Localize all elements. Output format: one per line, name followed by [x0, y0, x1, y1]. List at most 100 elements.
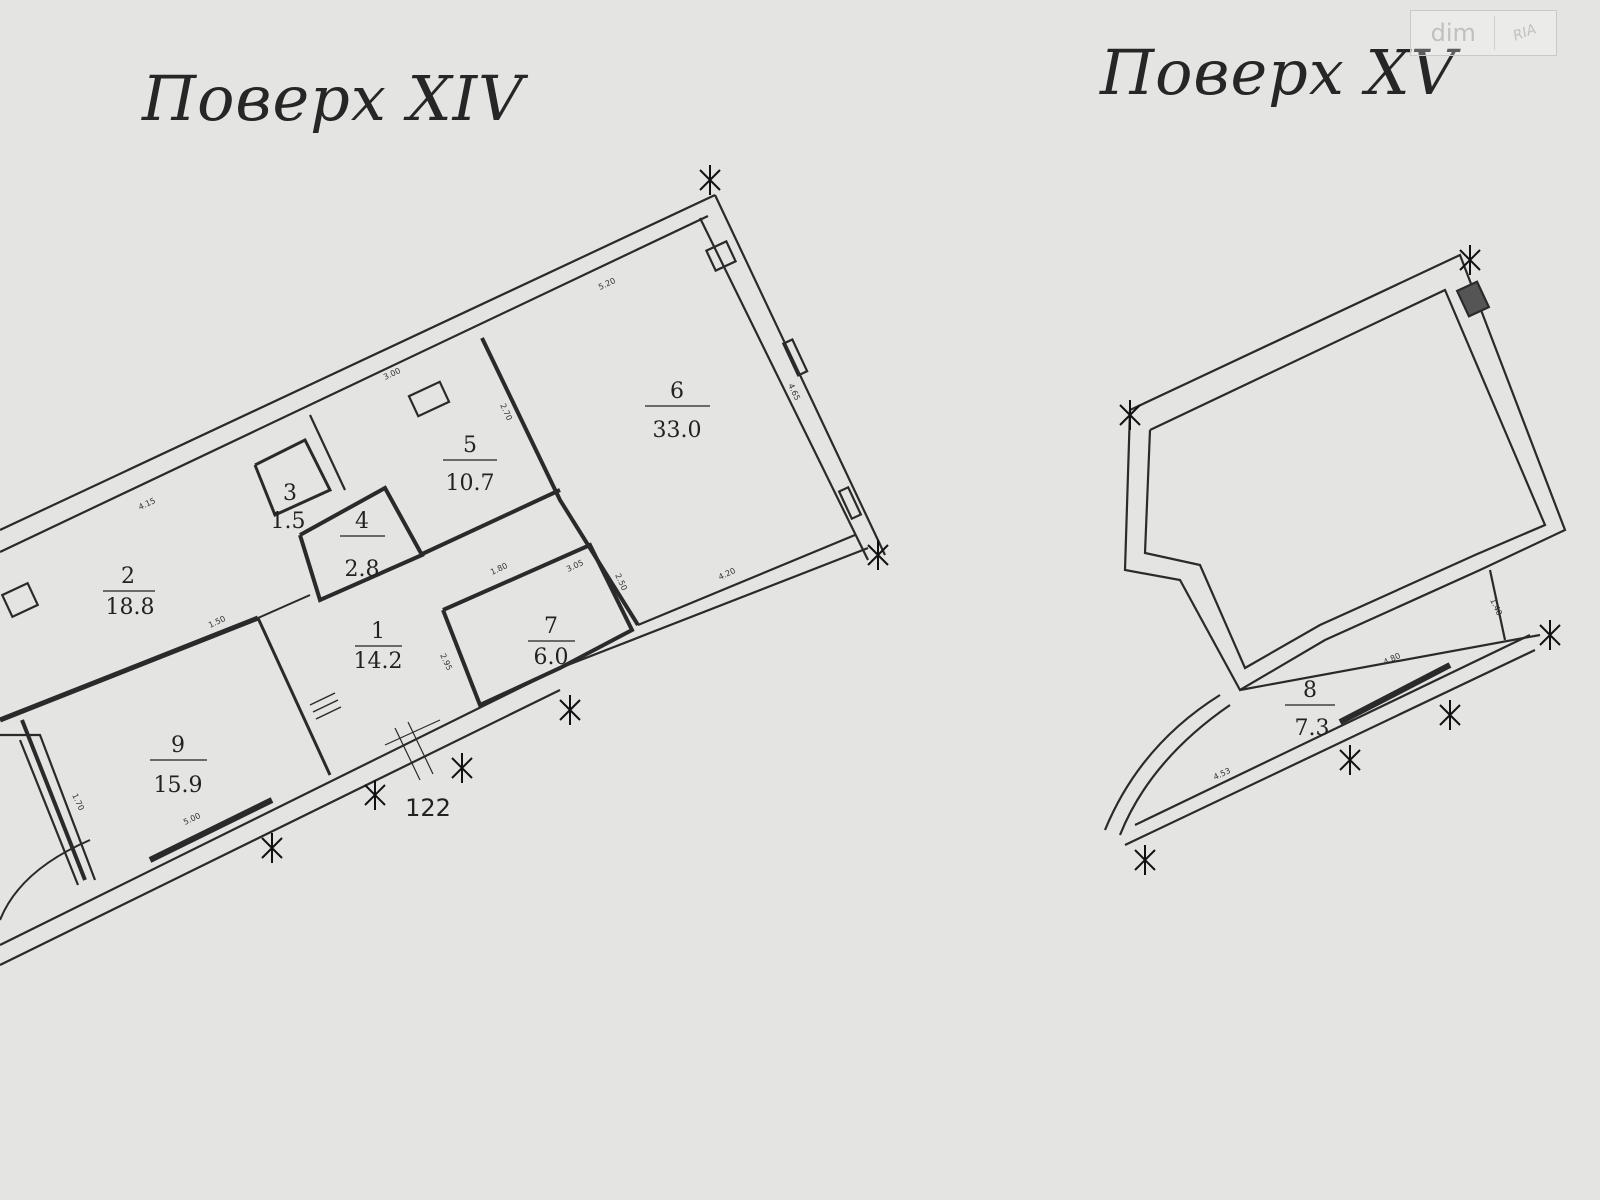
- dim-label: 5.00: [182, 811, 202, 827]
- dim-label: 3.05: [565, 558, 585, 574]
- dim-label: 5.20: [597, 276, 617, 292]
- room-8-number: 8: [1303, 678, 1317, 703]
- axis-mark: [1539, 620, 1561, 650]
- axis-mark: [1119, 400, 1141, 430]
- balcony-south-wall: [1124, 649, 1536, 846]
- room-4-walls: [298, 485, 425, 603]
- room-6-area: 33.0: [653, 418, 702, 443]
- room-5-label: 5 10.7: [443, 433, 497, 496]
- room-1-stairs: [309, 692, 342, 720]
- elevation-mark-122: 122: [405, 794, 451, 822]
- floor-15-fixture: [1455, 280, 1491, 318]
- outer-wall-north-inner: [0, 215, 709, 553]
- floor-15-plan: [1103, 253, 1567, 846]
- room-9-west-wall: [20, 719, 87, 881]
- south-wall: [0, 667, 561, 946]
- axis-mark: [699, 165, 721, 195]
- room-5-west-wall: [309, 414, 346, 491]
- floor-14-plan: [0, 194, 886, 966]
- room-3-number: 3: [283, 481, 297, 506]
- west-wall: [0, 733, 97, 881]
- room-5-south-wall: [419, 488, 561, 557]
- balcony-wall: [1239, 633, 1541, 692]
- dim-label: 1.40: [1488, 597, 1504, 617]
- room-6-south-wall-inner: [637, 533, 856, 627]
- room-2-fixture: [0, 581, 40, 619]
- axis-mark: [451, 753, 473, 783]
- room-6-number: 6: [670, 379, 684, 404]
- room-5-area: 10.7: [446, 471, 495, 496]
- axis-mark: [1339, 745, 1361, 775]
- balcony-arc-outer: [1103, 694, 1221, 831]
- room-7-label: 7 6.0: [528, 614, 575, 670]
- balcony-arc: [1118, 704, 1231, 836]
- axis-mark: [1439, 700, 1461, 730]
- room-9-east-wall: [256, 617, 332, 776]
- dim-label: 4.80: [1382, 651, 1402, 667]
- floor-15-room-labels: 8 7.3: [1285, 678, 1335, 741]
- room-9-number: 9: [171, 733, 185, 758]
- room-6-fixture: [704, 239, 738, 273]
- room-6-west-wall: [480, 337, 640, 627]
- outer-wall-north: [0, 194, 716, 531]
- floor-15-axis-marks: [1119, 245, 1561, 875]
- room-2-area: 18.8: [106, 595, 155, 620]
- door-122-marks: [384, 719, 441, 781]
- room-7-number: 7: [544, 614, 558, 639]
- balcony-south-wall-inner: [1134, 634, 1531, 826]
- room-7-walls: [441, 542, 635, 708]
- room-2-label: 2 18.8: [103, 564, 155, 620]
- room-9-area: 15.9: [154, 773, 203, 798]
- axis-mark: [1134, 845, 1156, 875]
- floor-14-room-labels: 1 14.2 2 18.8 3 1.5 4 2.8 5 10.7 6 33.0: [103, 379, 710, 822]
- dim-label: 1.80: [489, 561, 509, 577]
- room-6-window: [781, 338, 809, 377]
- room-3-area: 1.5: [271, 509, 306, 534]
- dim-label: 2.70: [498, 402, 514, 422]
- south-wall-inner: [0, 689, 561, 966]
- room-9-window: [148, 797, 274, 863]
- watermark-dim-text: dim: [1430, 19, 1476, 47]
- room-2-south-wall: [0, 615, 259, 723]
- axis-mark: [559, 695, 581, 725]
- room-5-fixture: [407, 380, 451, 418]
- axis-mark: [1459, 245, 1481, 275]
- floor-15-outer-wall: [1123, 253, 1567, 692]
- room-1-number: 1: [371, 619, 385, 644]
- room-3-label: 3 1.5: [271, 481, 306, 534]
- dim-label: 2.95: [438, 652, 454, 672]
- balcony-window: [1338, 662, 1452, 725]
- room-5-number: 5: [463, 433, 477, 458]
- balcony-east-wall: [1488, 569, 1507, 641]
- axis-mark: [867, 540, 889, 570]
- floor-14-title: Поверх XIV: [142, 62, 524, 135]
- room-8-label: 8 7.3: [1285, 678, 1335, 741]
- watermark-divider: [1493, 16, 1495, 50]
- dim-label: 1.70: [70, 792, 86, 812]
- axis-mark: [364, 780, 386, 810]
- room-7-area: 6.0: [534, 645, 569, 670]
- west-wall-inner: [18, 739, 80, 886]
- room-1-label: 1 14.2: [354, 619, 403, 674]
- room-9-label: 9 15.9: [150, 733, 207, 798]
- outer-wall-east-inner: [699, 217, 869, 561]
- dim-label: 4.20: [717, 566, 737, 582]
- room-8-area: 7.3: [1295, 716, 1330, 741]
- room-3-walls: [253, 437, 333, 518]
- room-4-number: 4: [355, 509, 369, 534]
- room-4-label: 4 2.8: [340, 509, 385, 582]
- entrance-door-arc: [0, 839, 91, 921]
- floor-15-inner-wall: [1143, 288, 1547, 670]
- room-6-south-wall: [559, 546, 869, 670]
- room-2-number: 2: [121, 564, 135, 589]
- dim-label: 1.50: [207, 614, 227, 630]
- floor-14-axis-marks: [261, 165, 889, 863]
- room-4-area: 2.8: [345, 557, 380, 582]
- room-1-area: 14.2: [354, 649, 403, 674]
- corridor-wall: [257, 594, 311, 619]
- watermark-logo: dim RIA: [1410, 10, 1557, 56]
- axis-mark: [261, 833, 283, 863]
- floor-15-title: Поверх XV: [1100, 36, 1457, 109]
- room-6-label: 6 33.0: [645, 379, 710, 443]
